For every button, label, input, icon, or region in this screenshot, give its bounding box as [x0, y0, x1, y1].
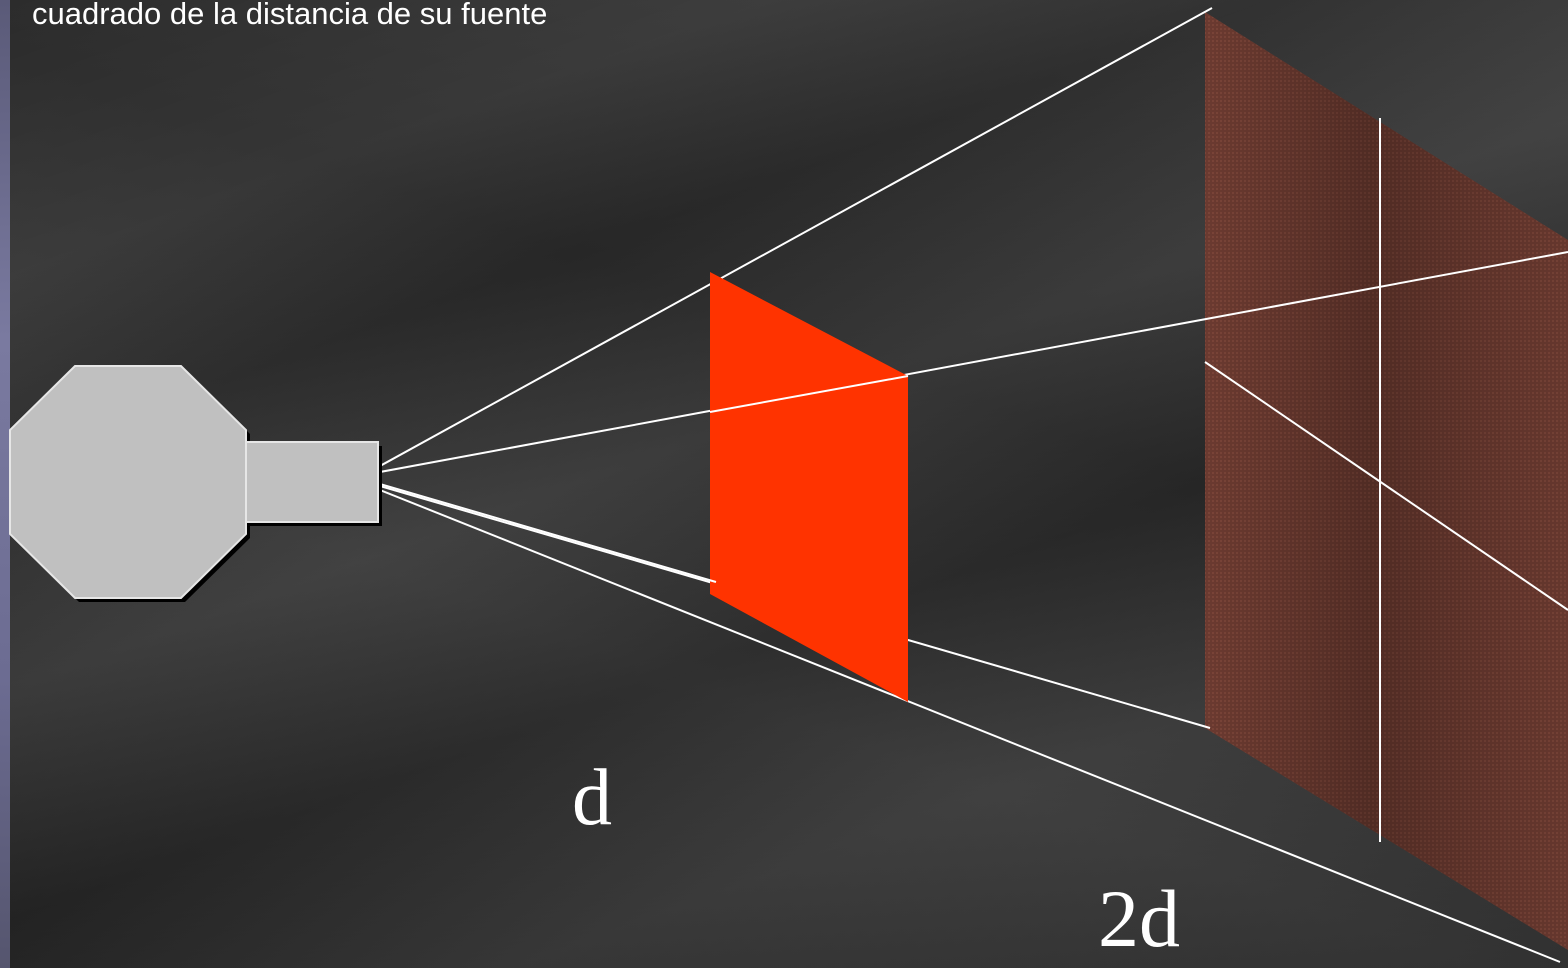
near-screen [710, 272, 908, 702]
ray-bottom [379, 489, 1561, 963]
far-screen [1204, 12, 1568, 950]
caption-text: cuadrado de la distancia de su fuente [32, 0, 548, 31]
ray-short-front [379, 483, 717, 583]
flashlight-icon [9, 365, 382, 602]
ray-center-upper-front [709, 375, 909, 413]
ray-top [379, 7, 1213, 467]
distance-label-d: d [572, 754, 612, 842]
distance-label-2d: 2d [1098, 873, 1180, 964]
ray-center-upper [379, 251, 1568, 473]
far-screen-horizontal-divider [1204, 361, 1568, 611]
left-edge-strip [0, 0, 10, 968]
